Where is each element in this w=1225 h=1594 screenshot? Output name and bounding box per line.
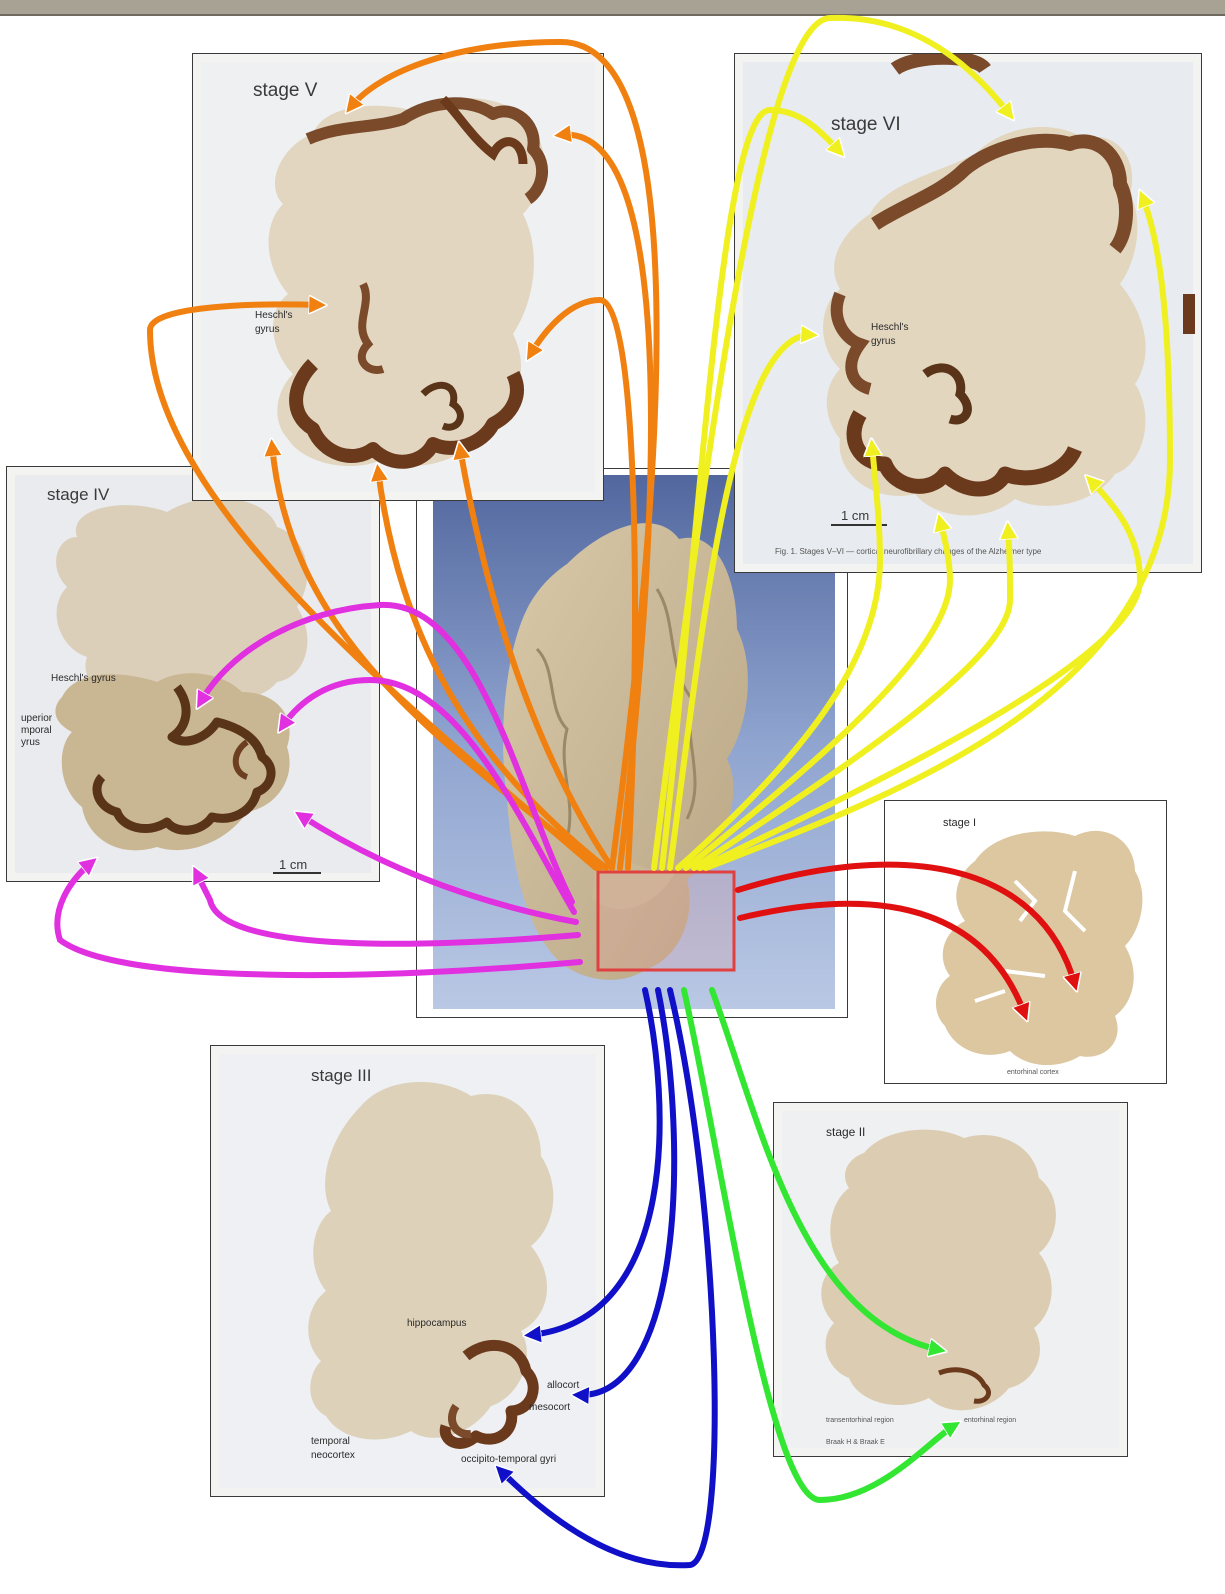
arrow-stage-ii-2 xyxy=(684,990,955,1500)
arrow-stage-iii-1 xyxy=(530,990,660,1335)
arrow-stage-vi-5 xyxy=(686,520,950,868)
arrow-stage-iv-5 xyxy=(57,862,580,975)
arrow-stage-vi-4 xyxy=(678,445,880,868)
arrow-stage-vi-6 xyxy=(694,528,1010,868)
arrow-stage-i-1 xyxy=(738,865,1075,985)
arrow-stage-v-4 xyxy=(150,304,596,868)
focus-box-icon xyxy=(598,872,734,970)
arrow-stage-v-2 xyxy=(560,135,651,868)
arrow-stage-iv-1 xyxy=(200,605,572,902)
arrow-stage-v-3 xyxy=(530,300,635,868)
arrow-stage-v-5 xyxy=(272,445,600,868)
arrow-stage-iv-3 xyxy=(300,815,576,922)
arrow-stage-iii-3 xyxy=(500,990,715,1565)
arrow-stage-i-2 xyxy=(740,904,1025,1015)
arrow-stage-v-6 xyxy=(378,470,606,868)
arrow-stage-vi-8 xyxy=(706,196,1170,868)
arrow-stage-iii-2 xyxy=(578,990,674,1395)
